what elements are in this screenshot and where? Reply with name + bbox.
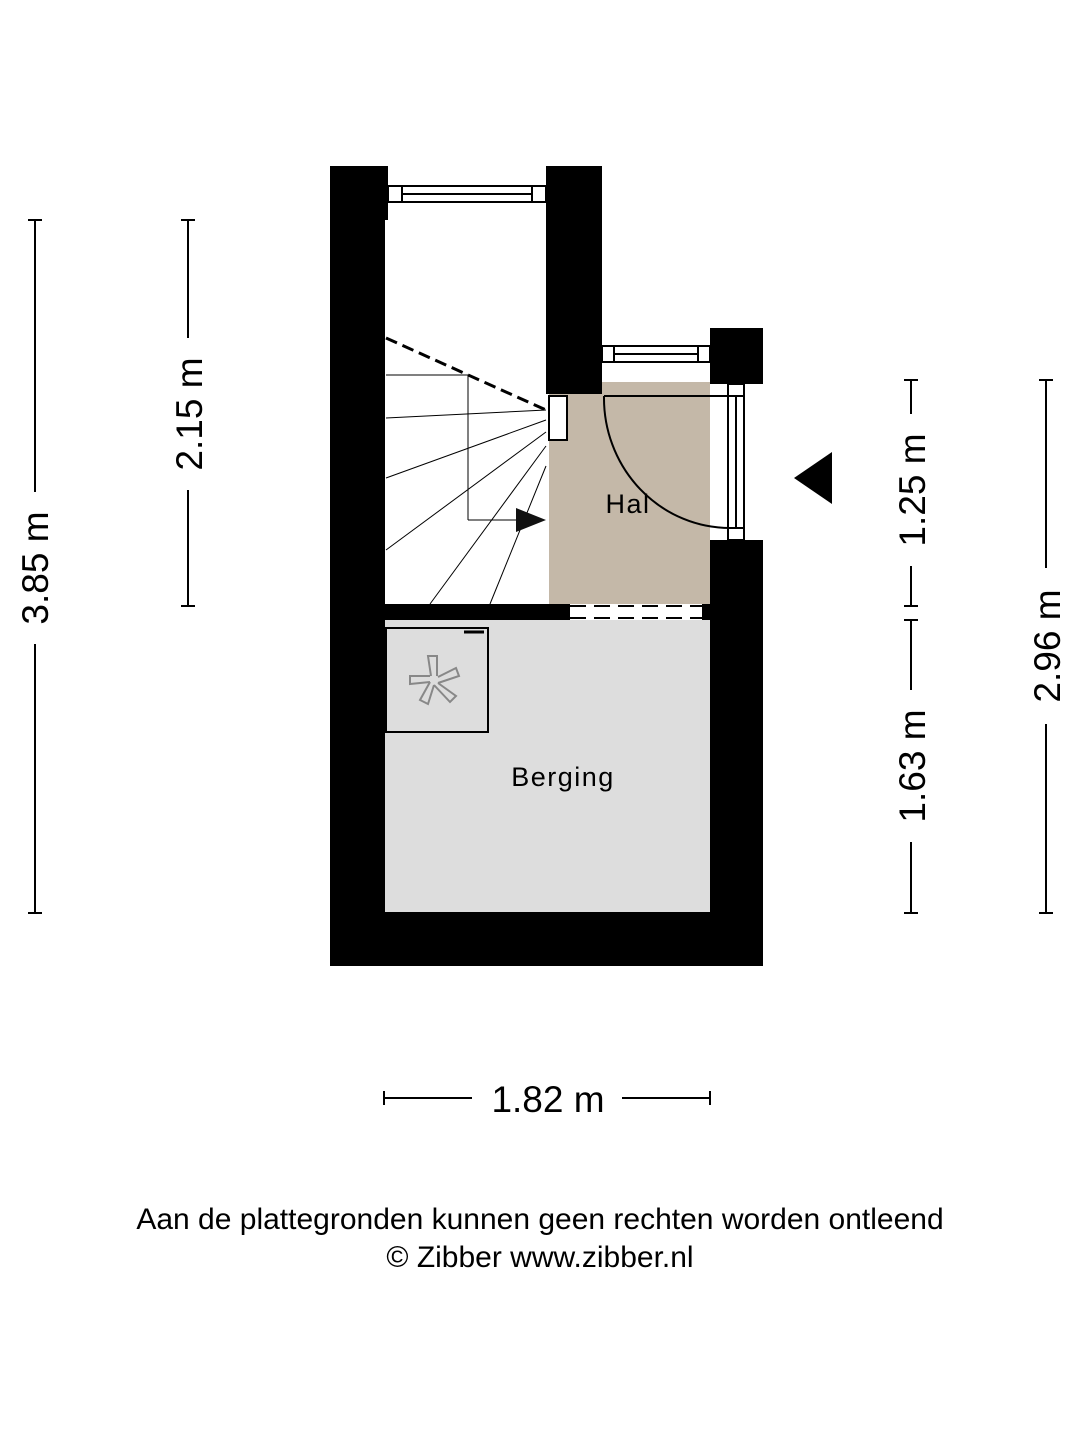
dimension-berging-depth: 1.63 m xyxy=(892,709,933,822)
wall-left xyxy=(330,166,385,966)
wall-stair-right-upper xyxy=(546,166,602,220)
dimension-lines xyxy=(28,219,1053,1105)
room-label-hal: Hal xyxy=(605,489,650,519)
hal-floor xyxy=(549,382,710,604)
partition-doorway xyxy=(570,605,702,619)
stair-post xyxy=(548,395,568,441)
wall-right-lower xyxy=(710,540,763,966)
wall-bottom xyxy=(330,912,763,966)
top-window xyxy=(387,185,547,203)
wall-right-upper-post xyxy=(710,328,763,384)
copyright-text: © Zibber www.zibber.nl xyxy=(386,1241,694,1274)
dimension-total-depth: 3.85 m xyxy=(15,511,56,624)
dimension-stair-depth: 2.15 m xyxy=(169,357,210,470)
wall-top-left-post xyxy=(330,166,388,220)
front-door-frame xyxy=(727,383,745,541)
staircase xyxy=(385,336,547,605)
dimension-width: 1.82 m xyxy=(491,1079,604,1120)
walls xyxy=(330,166,763,966)
dimension-right-depth: 2.96 m xyxy=(1027,589,1068,702)
disclaimer-text: Aan de plattegronden kunnen geen rechten… xyxy=(136,1203,944,1236)
dimension-hal-depth: 1.25 m xyxy=(892,433,933,546)
entrance-arrow xyxy=(794,452,832,504)
room-label-berging: Berging xyxy=(511,762,615,792)
appliance xyxy=(385,627,489,733)
front-door-swing xyxy=(602,395,731,529)
wall-partition-end xyxy=(702,604,710,620)
wall-partition xyxy=(384,604,570,620)
hal-top-window xyxy=(601,345,711,363)
fan-icon xyxy=(409,655,461,706)
stair-direction-arrow xyxy=(516,508,546,532)
